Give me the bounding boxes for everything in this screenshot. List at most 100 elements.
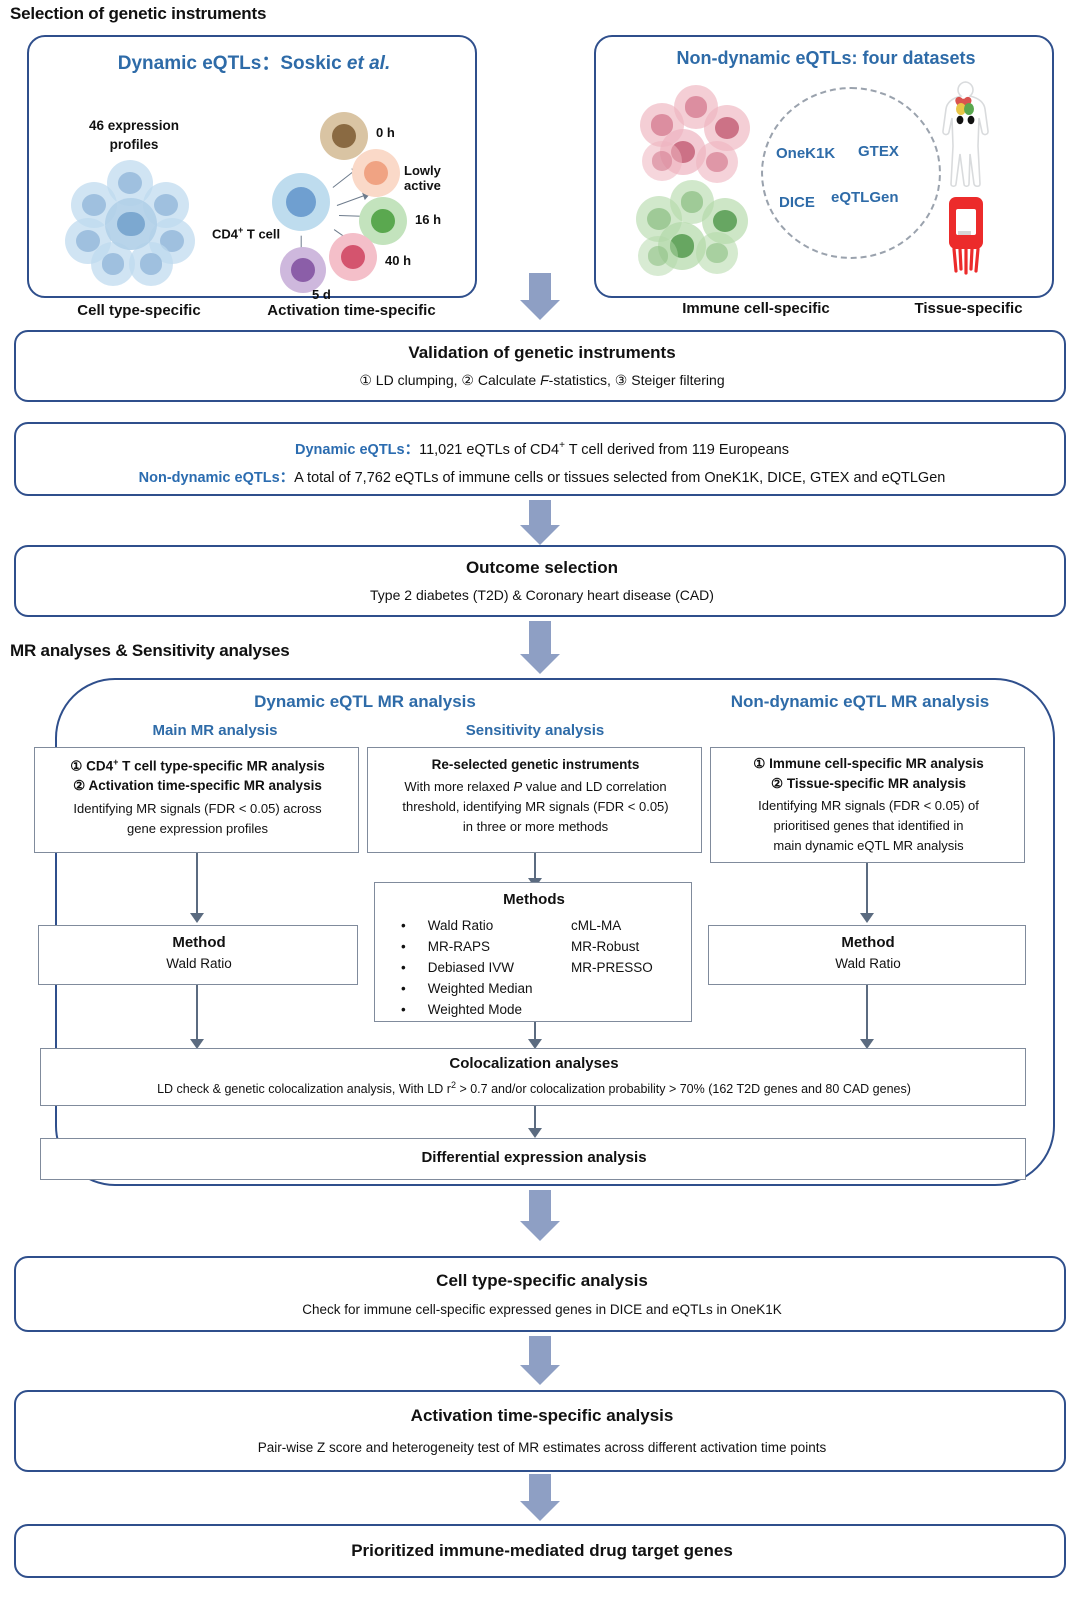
dynamic-eqtl-panel: Dynamic eQTLs：Soskic et al. 46 expressio… xyxy=(27,35,477,319)
methods-right-0: cML-MA xyxy=(571,918,622,933)
sensitivity-title: Re-selected genetic instruments xyxy=(431,757,640,772)
connector-method-right-to-coloc xyxy=(866,985,868,1041)
method-left-subtitle: Wald Ratio xyxy=(166,956,232,971)
sensitivity-body-a: With more relaxed xyxy=(404,779,514,794)
timepoint-cell-5d xyxy=(280,247,326,293)
validation-title: Validation of genetic instruments xyxy=(408,343,676,362)
methods-item: •Weighted Median xyxy=(401,981,533,996)
timepoint-cell-16h xyxy=(359,197,407,245)
sensitivity-p-italic: P xyxy=(513,779,523,794)
validation-step-1: ① LD clumping, xyxy=(359,372,462,388)
immune-cell-cluster-pink-icon xyxy=(638,85,758,185)
main-mr-body-line2: gene expression profiles xyxy=(127,821,268,836)
main-mr-line1-rest: T cell type-specific MR analysis xyxy=(118,758,325,774)
eqtl-row2-label: Non-dynamic eQTLs xyxy=(138,470,280,486)
timepoint-label-40h: 40 h xyxy=(385,253,412,268)
eqtl-row2-sep: ： xyxy=(279,470,295,486)
outcome-title: Outcome selection xyxy=(465,558,619,577)
methods-item: •Weighted Mode xyxy=(401,1002,523,1017)
mr-col2-head: Sensitivity analysis xyxy=(465,722,605,739)
diff-title: Differential expression analysis xyxy=(421,1149,647,1166)
methods-left-2: Debiased IVW xyxy=(427,960,515,975)
nondyn-mr-body-line2: prioritised genes that identified in xyxy=(773,818,964,833)
dynamic-title-main: Dynamic eQTLs xyxy=(117,53,262,74)
dynamic-footer-right: Activation time-specific xyxy=(267,302,436,319)
eqtl-counts-box: Dynamic eQTLs：11,021 eQTLs of CD4+ T cel… xyxy=(14,422,1066,496)
coloc-sub-a: LD check & genetic colocalization analys… xyxy=(157,1082,451,1097)
section-header-mr: MR analyses & Sensitivity analyses xyxy=(10,641,290,660)
method-left-title: Method xyxy=(172,934,226,951)
nondynamic-eqtl-panel: Non-dynamic eQTLs: four datasets OneK1K … xyxy=(594,35,1054,317)
methods-right-column: cML-MA MR-Robust MR-PRESSO xyxy=(571,915,653,978)
connector-method-left-to-coloc-head xyxy=(190,1039,204,1049)
coloc-subtitle: LD check & genetic colocalization analys… xyxy=(41,1080,1027,1096)
eqtl-row1-text-pre: 11,021 eQTLs of CD4 xyxy=(419,442,560,458)
method-left-box: Method Wald Ratio xyxy=(38,925,358,985)
arrow-mr-to-celltype xyxy=(513,1190,567,1242)
cd4-label-pre: CD4 xyxy=(212,226,239,242)
cell-cluster-icon xyxy=(65,160,205,286)
coloc-sub-sup: 2 xyxy=(450,1080,456,1090)
connector-coloc-to-diff xyxy=(534,1106,536,1130)
celltype-subtitle: Check for immune cell-specific expressed… xyxy=(302,1302,782,1317)
nondyn-mr-line1: ① Immune cell-specific MR analysis xyxy=(753,756,984,771)
eqtl-row2-text: A total of 7,762 eQTLs of immune cells o… xyxy=(294,470,946,486)
timepoint-cell-lowly-active xyxy=(352,149,400,197)
methods-item: •Wald Ratio xyxy=(401,918,494,933)
nondyn-mr-body-line3: main dynamic eQTL MR analysis xyxy=(773,838,964,853)
human-body-icon xyxy=(934,79,996,191)
nondynamic-footer-left: Immune cell-specific xyxy=(682,300,830,317)
method-right-subtitle: Wald Ratio xyxy=(835,956,901,971)
connector-sensitivity-to-methods xyxy=(534,853,536,883)
connector-method-right-to-coloc-head xyxy=(860,1039,874,1049)
dataset-dice: DICE xyxy=(779,194,815,211)
validation-subtitle: ① LD clumping, ② Calculate F-statistics,… xyxy=(16,372,1068,389)
cd4-label-post: T cell xyxy=(243,226,281,242)
cd4-t-cell-label: CD4+ T cell xyxy=(212,225,280,241)
validation-f-italic: F xyxy=(540,372,549,388)
mr-right-title: Non-dynamic eQTL MR analysis xyxy=(730,692,990,711)
datasets-circle xyxy=(761,87,941,259)
method-right-title: Method xyxy=(841,934,895,951)
methods-box: Methods •Wald Ratio •MR-RAPS •Debiased I… xyxy=(374,882,692,1022)
nondyn-mr-line2: ② Tissue-specific MR analysis xyxy=(771,776,966,791)
connector-nondyn-to-method-head xyxy=(860,913,874,923)
connector-methods-to-coloc xyxy=(534,1022,536,1041)
dataset-onek1k: OneK1K xyxy=(776,145,836,162)
expression-profiles-line1: 46 expression xyxy=(88,118,180,133)
main-mr-line2: ② Activation time-specific MR analysis xyxy=(73,778,322,793)
timepoint-label-16h: 16 h xyxy=(415,212,442,227)
activation-subtitle: Pair-wise Z score and heterogeneity test… xyxy=(257,1440,827,1455)
outcome-subtitle: Type 2 diabetes (T2D) & Coronary heart d… xyxy=(370,587,714,603)
methods-title: Methods xyxy=(503,891,565,908)
final-title: Prioritized immune-mediated drug target … xyxy=(351,1541,733,1560)
methods-left-1: MR-RAPS xyxy=(427,939,490,954)
eqtl-row1-sep: ： xyxy=(404,442,420,458)
nondynamic-panel-title: Non-dynamic eQTLs: four datasets xyxy=(676,48,976,68)
main-mr-analysis-box: ① CD4+ T cell type-specific MR analysis … xyxy=(34,747,359,853)
methods-left-column: •Wald Ratio •MR-RAPS •Debiased IVW •Weig… xyxy=(401,915,533,1020)
colocalization-box: Colocalization analyses LD check & genet… xyxy=(40,1048,1026,1106)
timepoint-label-0h: 0 h xyxy=(376,125,395,140)
activation-time-box: Activation time-specific analysis Pair-w… xyxy=(14,1390,1066,1472)
nondynamic-mr-analysis-box: ① Immune cell-specific MR analysis ② Tis… xyxy=(710,747,1025,863)
celltype-specific-box: Cell type-specific analysis Check for im… xyxy=(14,1256,1066,1332)
methods-left-3: Weighted Median xyxy=(427,981,533,996)
celltype-title: Cell type-specific analysis xyxy=(436,1271,648,1290)
methods-right-2: MR-PRESSO xyxy=(571,960,653,975)
activation-title: Activation time-specific analysis xyxy=(410,1406,674,1425)
dynamic-footer-left: Cell type-specific xyxy=(77,302,201,319)
dataset-eqtlgen: eQTLGen xyxy=(831,189,899,206)
dynamic-title-author: Soskic xyxy=(280,53,347,74)
immune-cell-cluster-green-icon xyxy=(636,180,756,280)
sensitivity-analysis-box: Re-selected genetic instruments With mor… xyxy=(367,747,702,853)
coloc-sub-b: > 0.7 and/or colocalization probability … xyxy=(455,1082,911,1097)
eqtl-counts-row-1: Dynamic eQTLs：11,021 eQTLs of CD4+ T cel… xyxy=(16,438,1068,459)
methods-right-1: MR-Robust xyxy=(571,939,640,954)
eqtl-counts-row-2: Non-dynamic eQTLs：A total of 7,762 eQTLs… xyxy=(16,466,1068,487)
mr-col1-head: Main MR analysis xyxy=(152,722,278,739)
cd4-label-sup: + xyxy=(238,225,244,235)
timepoint-label-lowly-active: Lowly active xyxy=(404,163,441,193)
timepoint-cell-0h xyxy=(320,112,368,160)
